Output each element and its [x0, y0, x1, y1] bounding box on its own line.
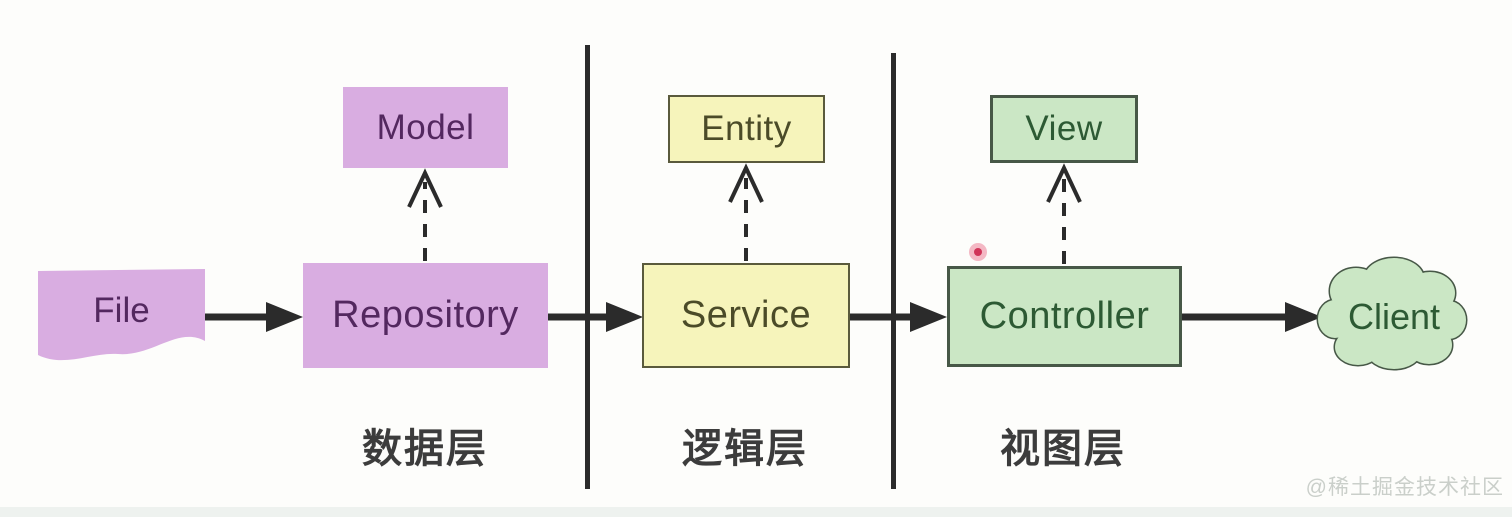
- node-service-label: Service: [680, 294, 812, 336]
- layer-label-data: 数据层: [362, 427, 488, 471]
- watermark: @稀土掘金技术社区: [1305, 476, 1504, 499]
- node-entity: Entity: [668, 95, 825, 163]
- dashed-arrow-service-to-entity: [728, 163, 764, 261]
- bottom-strip: [0, 507, 1512, 517]
- arrow-file-to-repository: [205, 302, 303, 332]
- layer-label-view: 视图层: [1000, 427, 1126, 471]
- node-repository-label: Repository: [332, 294, 519, 336]
- node-controller-label: Controller: [979, 295, 1150, 337]
- file-document-shape: [38, 269, 205, 361]
- client-cloud-shape: [1316, 256, 1468, 371]
- node-entity-label: Entity: [701, 109, 792, 148]
- node-view: View: [990, 95, 1138, 163]
- laser-pointer-dot: [969, 243, 987, 261]
- arrow-controller-to-client: [1182, 302, 1322, 332]
- node-model-label: Model: [376, 107, 475, 147]
- node-controller: Controller: [947, 266, 1182, 367]
- node-model: Model: [343, 87, 508, 168]
- dashed-arrow-repository-to-model: [407, 168, 443, 261]
- node-view-label: View: [1025, 109, 1103, 148]
- node-repository: Repository: [303, 263, 548, 368]
- node-service: Service: [642, 263, 850, 368]
- layer-label-logic: 逻辑层: [682, 427, 808, 471]
- arrow-service-to-controller: [850, 302, 947, 332]
- dashed-arrow-controller-to-view: [1046, 163, 1082, 264]
- arrow-repository-to-service: [548, 302, 643, 332]
